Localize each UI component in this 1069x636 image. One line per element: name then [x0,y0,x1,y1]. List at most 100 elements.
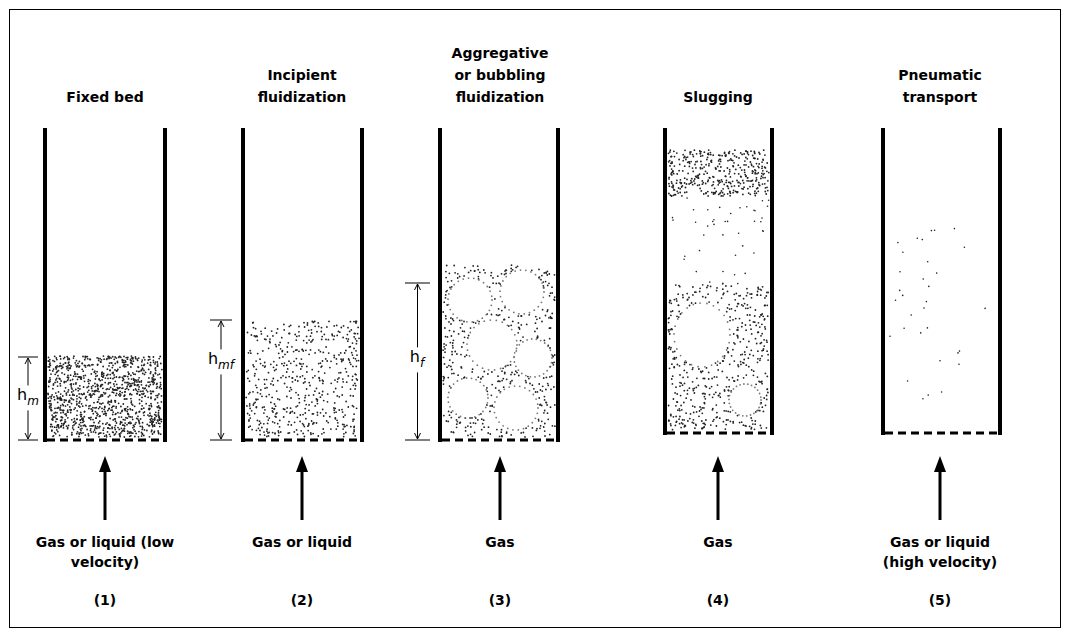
particle [139,423,141,425]
arrow-head [494,456,506,472]
particle [90,396,92,398]
particle [141,361,143,363]
particle [56,418,58,420]
particle [137,415,139,417]
particle [347,375,349,377]
particle [533,388,535,390]
particle [263,412,265,414]
particle [151,431,153,433]
particle [98,433,100,435]
particle [337,378,339,380]
particle [288,326,290,328]
particle [259,420,261,422]
particle [115,395,117,397]
particle [547,285,549,287]
particle [126,424,128,426]
particle [155,370,157,372]
particle [109,424,111,426]
particle [258,379,260,381]
particle [123,430,125,432]
particle [260,389,262,391]
particle [152,425,154,427]
particle [352,433,354,435]
particle [136,379,138,381]
particle [142,393,144,395]
particle [109,435,111,437]
particle [127,358,129,360]
particle [122,403,124,405]
particle [338,372,340,374]
particle [88,379,90,381]
particle [111,372,113,374]
particle [119,391,121,393]
particle [288,360,290,362]
particle [544,423,546,425]
particle [510,381,512,383]
particle [277,423,279,425]
particle [245,397,247,399]
particle [96,384,98,386]
particle [460,366,462,368]
particle [119,376,121,378]
particle [352,419,354,421]
particle [159,423,161,425]
particle [103,427,105,429]
particle [130,422,132,424]
particle [129,435,131,437]
particle [92,425,94,427]
particle [57,431,59,433]
particle [446,366,448,368]
particle [309,385,311,387]
particle [67,378,69,380]
particle [118,402,120,404]
particle [63,427,65,429]
particle [91,388,93,390]
particle [252,321,254,323]
particle [299,402,301,404]
particle [148,386,150,388]
particle [459,320,461,322]
particle [158,416,160,418]
particle [307,324,309,326]
particle [344,414,346,416]
particle [53,435,55,437]
particle [290,424,292,426]
particle [159,407,161,409]
particle [254,402,256,404]
particle [151,423,153,425]
particle [352,420,354,422]
particle [141,369,143,371]
particle [152,378,154,380]
particle [311,401,313,403]
particle [107,427,109,429]
particle [154,363,156,365]
particle [81,414,83,416]
particle [554,274,556,276]
particle [127,357,129,359]
particle [447,336,449,338]
particle [148,377,150,379]
particle [60,405,62,407]
particle [302,414,304,416]
particle [279,357,281,359]
particle [131,394,133,396]
particle [124,382,126,384]
particle [143,393,145,395]
particle [497,375,499,377]
particle [76,360,78,362]
particle [157,397,159,399]
particle [355,350,357,352]
particle [247,369,249,371]
particle [514,374,516,376]
particle [135,388,137,390]
particle [50,410,52,412]
particle [137,379,139,381]
particle [481,429,483,431]
particle [451,369,453,371]
particle [535,391,537,393]
particle [64,421,66,423]
particle [288,421,290,423]
particle [128,431,130,433]
particle [57,398,59,400]
particle [100,361,102,363]
